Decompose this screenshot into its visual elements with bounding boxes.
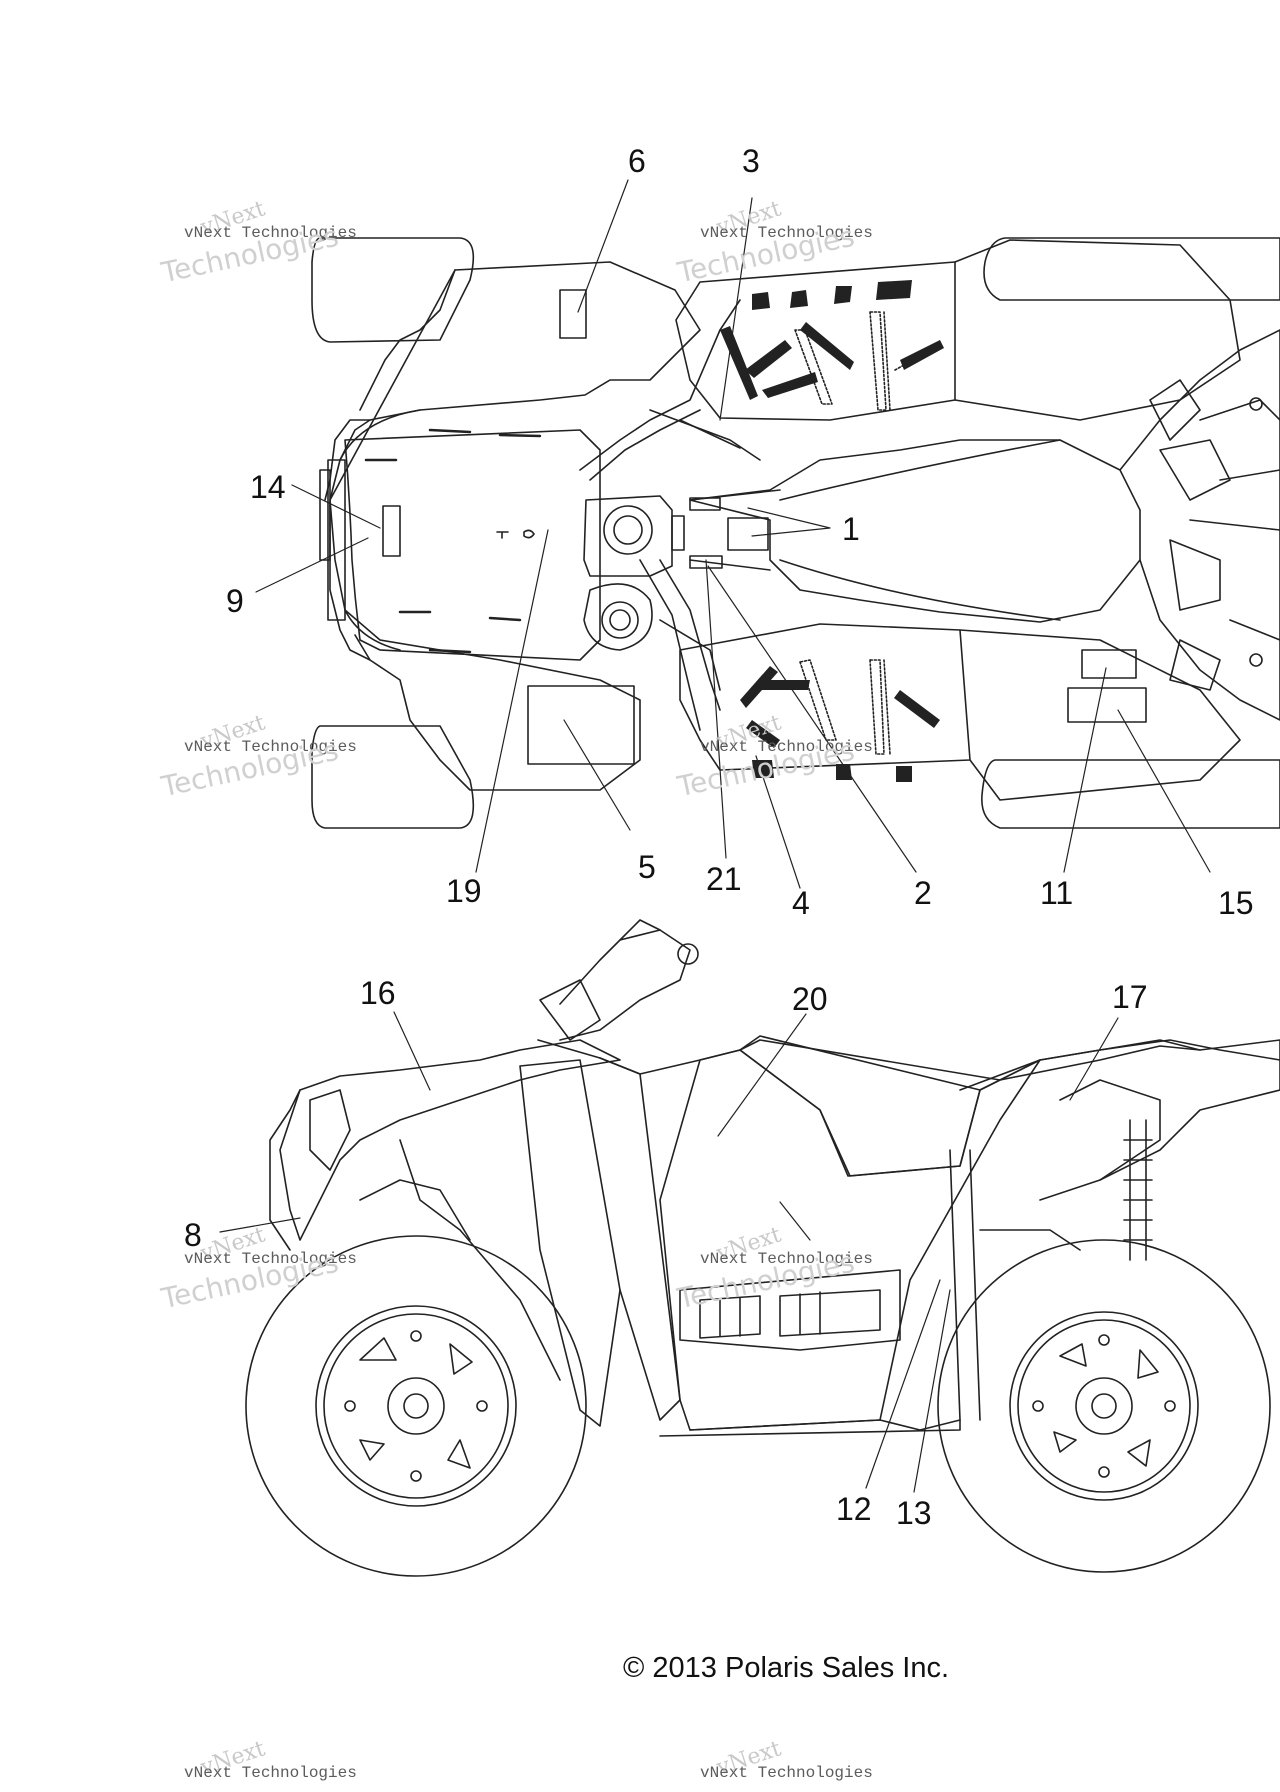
footwell-traction-top	[720, 280, 944, 400]
leader-lines-top	[255, 179, 1211, 889]
callout-1: 1	[842, 511, 860, 547]
side-panel-20	[659, 1049, 1041, 1431]
callout-8: 8	[184, 1217, 202, 1253]
decal-1c	[689, 555, 723, 569]
front-rack	[344, 429, 601, 661]
callout-16: 16	[360, 975, 396, 1011]
rear-decal-11	[1081, 649, 1137, 679]
callout-12: 12	[836, 1491, 872, 1527]
left-footwell	[675, 261, 956, 421]
gauge-pod	[583, 495, 673, 577]
callout-2: 2	[914, 875, 932, 911]
rear-wheel	[937, 1239, 1271, 1573]
callout-21: 21	[706, 861, 742, 897]
front-decal-6	[559, 289, 587, 339]
decal-1a	[689, 497, 721, 511]
handlebar-side	[559, 929, 691, 1041]
callout-labels: 6 3 14 1 9 19 5 21 4 2 11 15 16 20 17 8 …	[184, 143, 1254, 1531]
callout-5: 5	[638, 849, 656, 885]
rear-shock	[1129, 1119, 1147, 1261]
callout-19: 19	[446, 873, 482, 909]
right-footwell	[679, 623, 971, 771]
front-wheel	[245, 1235, 587, 1577]
atv-top-view	[255, 179, 1280, 889]
callout-13: 13	[896, 1495, 932, 1531]
front-right-tire	[311, 725, 475, 829]
rear-right-tire	[981, 759, 1280, 829]
rear-left-tire	[983, 237, 1280, 301]
front-left-tire	[311, 237, 475, 343]
handlebar	[579, 299, 741, 471]
callout-20: 20	[792, 981, 828, 1017]
callout-11: 11	[1040, 875, 1073, 911]
leader-lines-side	[219, 1011, 1119, 1493]
callout-6: 6	[628, 143, 646, 179]
decal-1b	[727, 517, 769, 551]
front-grille	[327, 459, 346, 621]
footwell-traction-bottom	[740, 666, 940, 782]
callout-4: 4	[792, 885, 810, 921]
callout-3: 3	[742, 143, 760, 179]
engine-side	[679, 1269, 901, 1351]
front-decal-14	[382, 505, 401, 557]
callout-17: 17	[1112, 979, 1148, 1015]
atv-side-view	[219, 919, 1280, 1577]
copyright-notice: © 2013 Polaris Sales Inc.	[623, 1652, 950, 1684]
callout-9: 9	[226, 583, 244, 619]
seat-side	[739, 1039, 1201, 1081]
rear-fender-side	[959, 1039, 1280, 1201]
front-decal-5	[527, 685, 635, 765]
rear-fender	[1119, 329, 1280, 721]
seat-front	[689, 439, 1141, 623]
fuel-cap	[583, 583, 653, 651]
callout-14: 14	[250, 469, 286, 505]
front-fender-side	[279, 1039, 621, 1241]
rear-decal-15	[1067, 687, 1147, 723]
callout-15: 15	[1218, 885, 1254, 921]
